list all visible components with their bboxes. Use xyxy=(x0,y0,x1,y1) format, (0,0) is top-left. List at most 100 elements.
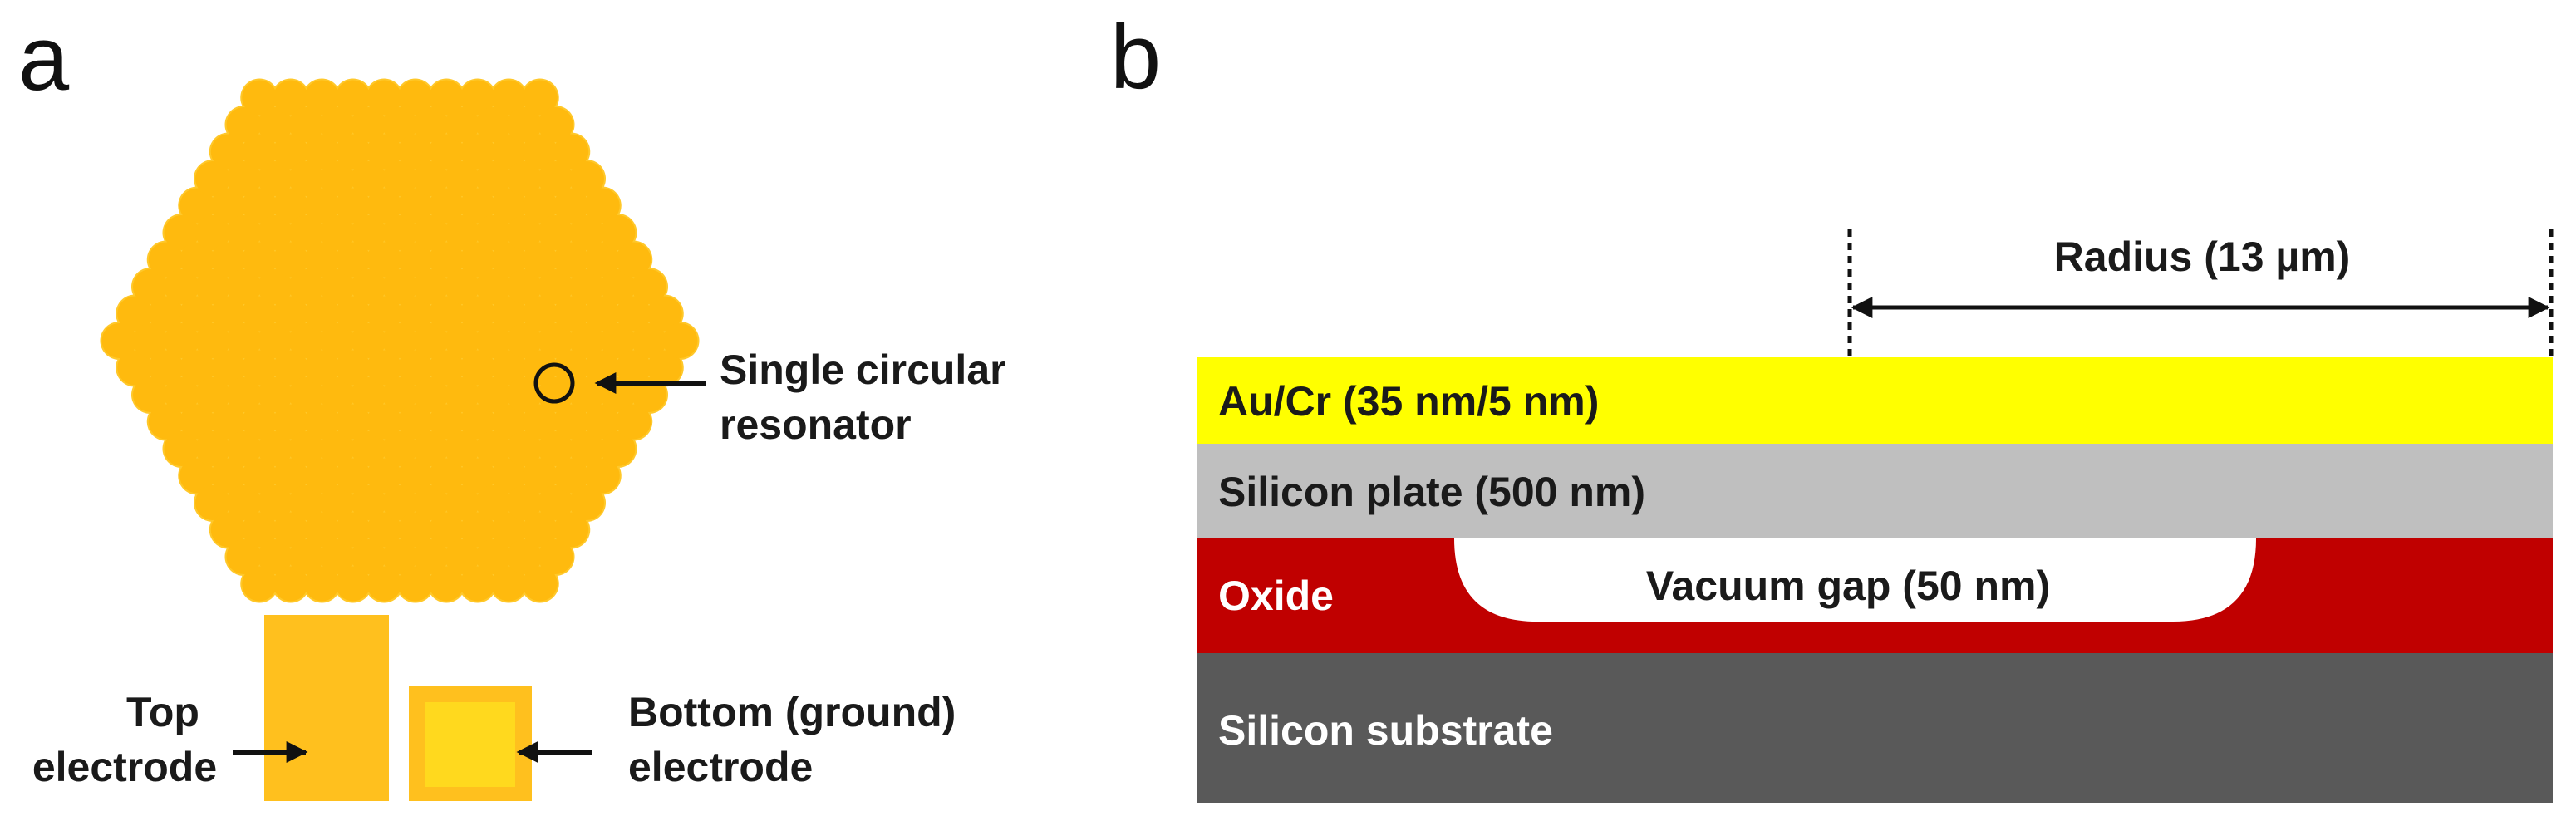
resonator-circle xyxy=(366,458,402,494)
resonator-circle xyxy=(538,323,573,358)
silicon-plate-layer xyxy=(1197,444,2553,538)
resonator-circle xyxy=(382,215,417,250)
resonator-circle xyxy=(382,377,417,412)
resonator-circle xyxy=(179,458,215,494)
resonator-circle xyxy=(522,296,558,332)
resonator-circle xyxy=(366,350,402,386)
resonator-circle xyxy=(242,188,278,224)
resonator-circle xyxy=(288,215,324,250)
resonator-circle xyxy=(413,431,449,466)
resonator-circle xyxy=(569,323,604,358)
resonator-circle xyxy=(226,215,262,250)
silicon-substrate-label: Silicon substrate xyxy=(1218,707,1553,754)
resonator-circle xyxy=(164,377,199,412)
resonator-circle xyxy=(553,350,589,386)
resonator-circle xyxy=(164,323,199,358)
resonator-circle xyxy=(195,323,230,358)
resonator-circle xyxy=(164,431,199,466)
resonator-circle xyxy=(304,188,340,224)
resonator-circle xyxy=(351,107,386,142)
resonator-circle xyxy=(273,404,308,440)
top-electrode-label-line1: Top xyxy=(126,689,199,735)
resonator-circle xyxy=(584,242,620,278)
resonator-circle xyxy=(397,350,433,386)
resonator-circle xyxy=(445,269,479,304)
resonator-circle xyxy=(226,539,262,574)
resonator-circle xyxy=(616,404,651,440)
panel-a-letter: a xyxy=(18,7,70,110)
resonator-circle xyxy=(616,350,651,386)
resonator-circle xyxy=(273,296,308,332)
resonator-circle xyxy=(335,566,371,602)
resonator-circle xyxy=(553,296,589,332)
resonator-circle xyxy=(288,107,324,142)
resonator-circle xyxy=(538,431,573,466)
resonator-circle xyxy=(382,539,417,574)
resonator-circle xyxy=(553,134,589,170)
resonator-circle xyxy=(304,404,340,440)
resonator-circle xyxy=(351,431,386,466)
vacuum-gap xyxy=(1454,538,2256,622)
radius-label: Radius (13 µm) xyxy=(2054,234,2351,280)
resonator-circle xyxy=(242,242,278,278)
resonator-circle xyxy=(397,134,433,170)
resonator-circle xyxy=(460,566,495,602)
resonator-circle xyxy=(600,269,636,304)
resonator-circle xyxy=(304,350,340,386)
resonator-circle xyxy=(288,539,324,574)
resonator-circle xyxy=(445,485,479,520)
resonator-circle xyxy=(600,323,636,358)
resonator-circle xyxy=(445,107,479,142)
resonator-circle xyxy=(117,296,153,332)
resonator-circle xyxy=(413,269,449,304)
resonator-circle xyxy=(273,566,308,602)
resonator-circle xyxy=(288,269,324,304)
resonator-circle xyxy=(507,215,542,250)
resonator-circle xyxy=(366,296,402,332)
resonator-circle xyxy=(195,431,230,466)
resonator-circle xyxy=(507,323,542,358)
resonator-circle xyxy=(210,134,246,170)
resonator-circle xyxy=(382,431,417,466)
resonator-circle xyxy=(320,269,355,304)
resonator-circle xyxy=(210,350,246,386)
resonator-circle xyxy=(413,161,449,196)
resonator-circle xyxy=(413,377,449,412)
resonator-circle xyxy=(445,323,479,358)
resonator-circle xyxy=(491,134,527,170)
resonator-circle xyxy=(460,80,495,116)
resonator-circle xyxy=(148,350,184,386)
resonator-circle xyxy=(335,242,371,278)
resonator-circle xyxy=(538,107,573,142)
resonator-circle xyxy=(491,566,527,602)
resonator-circle xyxy=(382,485,417,520)
resonator-circle xyxy=(507,485,542,520)
resonator-circle xyxy=(522,512,558,548)
resonator-circle xyxy=(445,215,479,250)
resonator-circle xyxy=(366,188,402,224)
resonator-circle xyxy=(335,512,371,548)
resonator-circle xyxy=(335,458,371,494)
resonator-circle xyxy=(538,269,573,304)
resonator-circle xyxy=(210,404,246,440)
resonator-circle xyxy=(133,377,168,412)
resonator-circle xyxy=(164,215,199,250)
resonator-circle xyxy=(646,350,682,386)
resonator-circle xyxy=(397,296,433,332)
resonator-circle xyxy=(553,188,589,224)
resonator-circle xyxy=(538,215,573,250)
resonator-circle xyxy=(335,134,371,170)
resonator-circle xyxy=(320,539,355,574)
resonator-circle xyxy=(616,296,651,332)
resonator-circle xyxy=(429,80,465,116)
resonator-circle xyxy=(258,215,293,250)
oxide-label: Oxide xyxy=(1218,573,1334,619)
resonator-circle xyxy=(584,296,620,332)
resonator-circle xyxy=(366,134,402,170)
resonator-circle xyxy=(335,296,371,332)
resonator-circle xyxy=(632,323,666,358)
resonator-circle xyxy=(258,323,293,358)
resonator-circle xyxy=(584,458,620,494)
resonator-circle xyxy=(320,107,355,142)
panel-b: b Radius (13 µm) Au/Cr (35 nm/5 nm) Sili… xyxy=(1110,6,2554,803)
